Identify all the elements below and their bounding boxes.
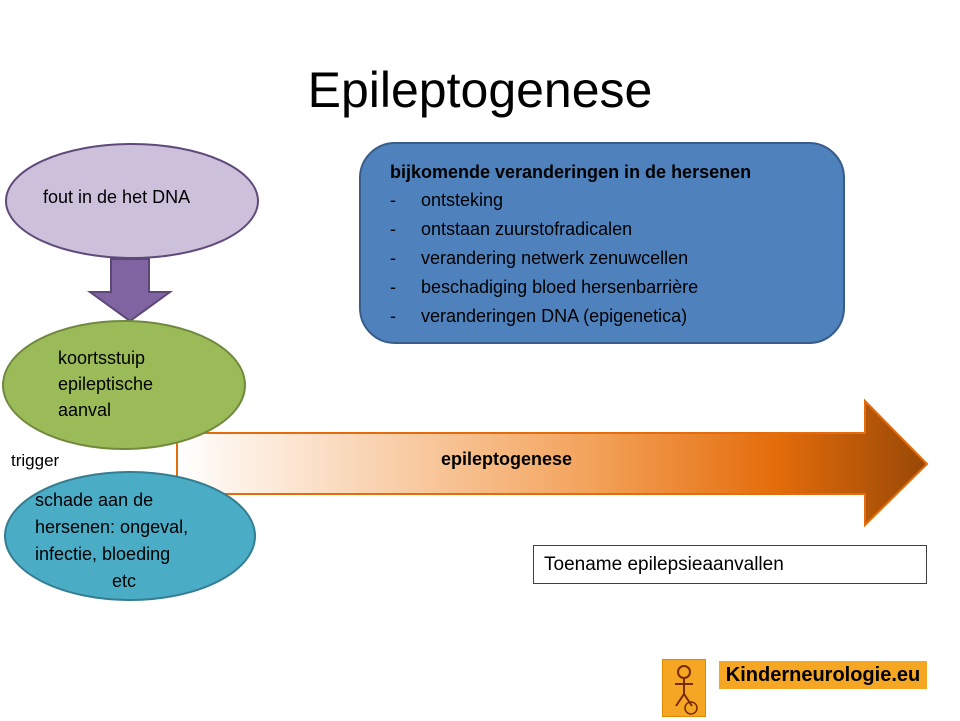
trigger-line: koortsstuip <box>58 348 146 368</box>
trigger-node <box>2 320 246 450</box>
child-figure-icon <box>662 659 706 717</box>
dna-node <box>5 143 259 259</box>
trigger-label: trigger <box>11 451 60 470</box>
list-item: -ontsteking <box>390 190 504 210</box>
outcome-box: Toename epilepsieaanvallen <box>533 545 927 584</box>
trigger-line: aanval <box>58 400 112 420</box>
damage-line: infectie, bloeding <box>35 544 171 564</box>
changes-box: bijkomende veranderingen in de hersenen … <box>359 142 845 344</box>
damage-label: schade aan de hersenen: ongeval, infecti… <box>35 487 188 595</box>
list-item: -verandering netwerk zenuwcellen <box>390 248 689 268</box>
changes-heading: bijkomende veranderingen in de hersenen <box>390 162 752 182</box>
trigger-line: epileptische <box>58 374 154 394</box>
damage-line: schade aan de <box>35 490 154 510</box>
list-item: -ontstaan zuurstofradicalen <box>390 219 633 239</box>
arrow-label: epileptogenese <box>441 449 573 469</box>
logo-text[interactable]: Kinderneurologie.eu <box>719 661 927 689</box>
dna-label: fout in de het DNA <box>43 187 191 207</box>
down-arrow <box>86 258 174 323</box>
damage-line: hersenen: ongeval, <box>35 517 189 537</box>
epileptogenese-arrow <box>176 398 929 528</box>
list-item: -beschadiging bloed hersenbarrière <box>390 277 699 297</box>
trigger-event-label: koortsstuip epileptische aanval <box>58 345 153 423</box>
damage-node <box>4 471 256 601</box>
damage-line: etc <box>112 571 137 591</box>
page-title: Epileptogenese <box>307 62 653 118</box>
changes-list: -ontsteking -ontstaan zuurstofradicalen … <box>390 186 823 331</box>
list-item: -veranderingen DNA (epigenetica) <box>390 306 688 326</box>
